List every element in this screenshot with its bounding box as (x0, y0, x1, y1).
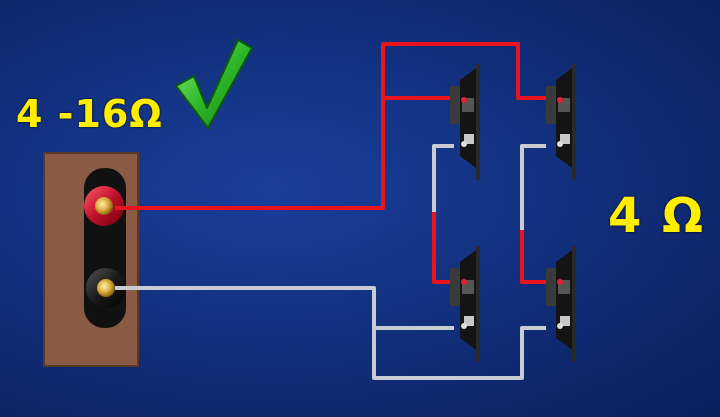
positive-terminal (84, 186, 124, 226)
speaker-icon (450, 64, 480, 180)
binding-post-icon (43, 152, 139, 367)
amplifier-impedance-label: 4 -16Ω (16, 92, 163, 136)
speaker-icon (450, 246, 480, 362)
negative-wiring (115, 144, 546, 380)
total-impedance-label: 4 Ω (608, 188, 705, 244)
positive-wiring (115, 42, 548, 284)
speaker-icon (546, 246, 576, 362)
check-icon (175, 39, 253, 129)
negative-terminal (86, 268, 126, 308)
speaker-icon (546, 64, 576, 180)
